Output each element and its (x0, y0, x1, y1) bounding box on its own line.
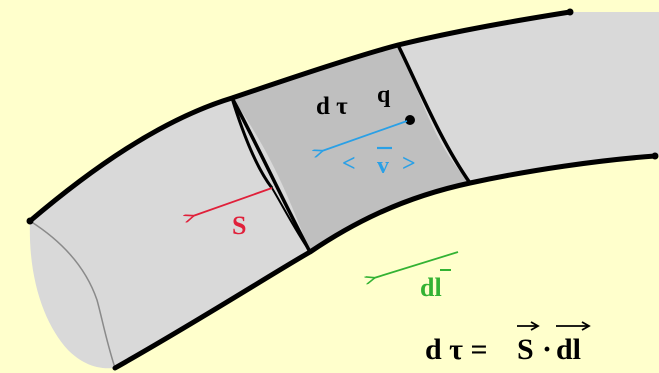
cross-section-left-face (271, 187, 311, 253)
equation-s: S (517, 333, 534, 366)
velocity-close-bracket: > (402, 151, 416, 177)
area-vector-label: S (232, 211, 246, 240)
end-face-outline (29, 220, 116, 369)
cross-section-left (230, 97, 312, 253)
endpoint-dot (26, 217, 34, 225)
equation-dl: dl (556, 333, 581, 366)
charge-label: q (377, 82, 391, 108)
charge-dot (405, 115, 415, 125)
velocity-arrow (322, 120, 408, 151)
endpoint-dot (651, 152, 659, 160)
conductor-bottom-edge (112, 153, 658, 371)
length-element-label: dl (420, 273, 442, 302)
velocity-symbol: v (377, 153, 389, 179)
volume-element-label: d τ (316, 93, 348, 120)
equation-dl-arrowhead (581, 321, 591, 331)
cross-section-right (396, 44, 472, 185)
equation-s-arrowhead (530, 321, 540, 331)
volume-segment (232, 45, 470, 252)
area-vector-arrow (193, 187, 273, 216)
velocity-open-bracket: < (342, 151, 356, 177)
conductor-top-edge (27, 9, 573, 224)
equation-lhs: d τ = (425, 333, 488, 366)
length-element-arrow (374, 251, 459, 278)
equation-dot: · (542, 333, 552, 366)
cross-section-left-front (230, 97, 274, 189)
endpoint-dot (566, 8, 574, 16)
